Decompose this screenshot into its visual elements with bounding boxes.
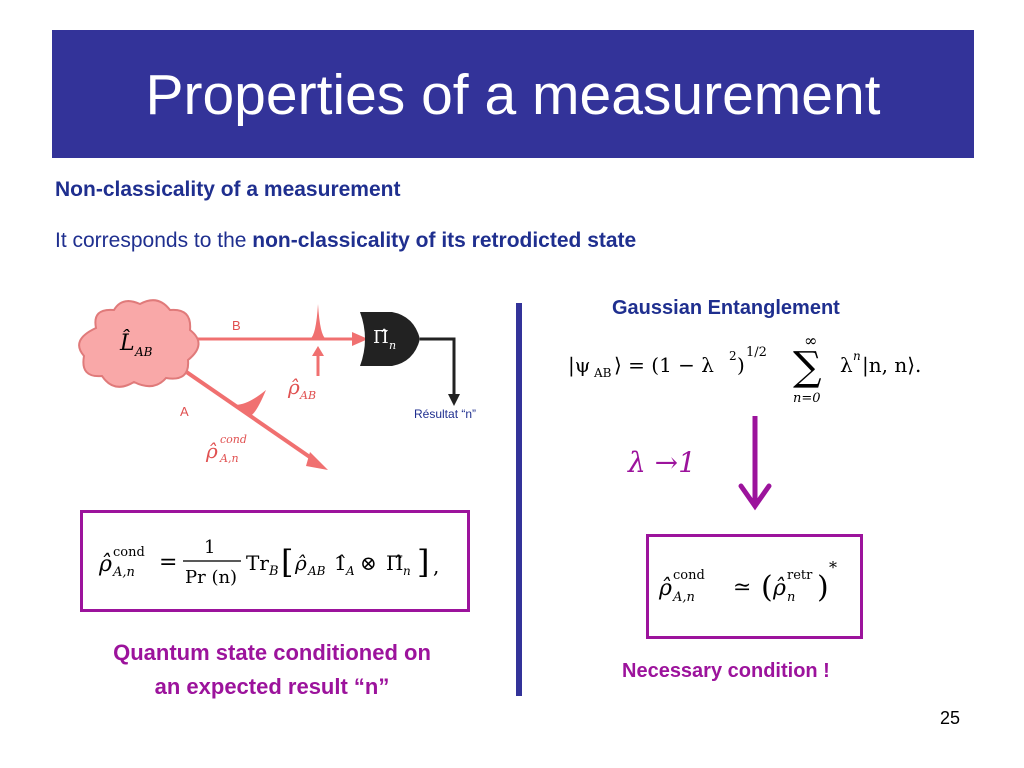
gaussian-title: Gaussian Entanglement — [612, 297, 840, 319]
measurement-diagram: L̂ AB B A Π̂ n Résultat “n” ρ̂ AB ρ̂ con… — [78, 299, 476, 470]
gaussian-formula: |ψ AB ⟩ = (1 − λ 2 ) 1/2 ∞ ∑ n=0 λ n |n,… — [568, 331, 921, 406]
bl-num: 1 — [204, 537, 215, 558]
bl-den: Pr (n) — [185, 567, 237, 588]
caption-left-line2: an expected result “n” — [154, 674, 390, 699]
bl-rho: ρ̂ — [98, 552, 112, 577]
pulse-a — [232, 390, 266, 416]
bl-tr: Tr — [246, 551, 269, 575]
g-sum: ∑ — [793, 344, 822, 390]
retrodicted-state-box: ρ̂ cond A,n ≃ ( ρ̂ retr n ) * — [646, 534, 863, 639]
slide-title: Properties of a measurement — [145, 63, 881, 127]
br-rho2: ρ̂ — [772, 576, 786, 601]
br-close: ) — [817, 570, 829, 605]
bl-sub: A,n — [112, 565, 135, 580]
pulse-b — [310, 304, 326, 339]
g-sum-top: ∞ — [804, 331, 817, 350]
result-label: Résultat “n” — [414, 407, 476, 421]
intro-bold: non-classicality of its retrodicted stat… — [252, 229, 637, 252]
br-star: * — [829, 558, 837, 577]
bl-bracket-open: [ — [281, 543, 293, 581]
br-approx: ≃ — [733, 575, 751, 600]
g-half: 1/2 — [746, 345, 767, 360]
br-sup: cond — [673, 568, 705, 583]
section-heading: Non-classicality of a measurement — [55, 178, 401, 201]
vertical-divider — [516, 303, 522, 696]
g-eq: ⟩ = (1 − λ — [614, 353, 714, 377]
rho-ab-arrowhead — [312, 346, 324, 356]
source-cloud — [78, 299, 200, 388]
bl-sup: cond — [113, 545, 145, 560]
bl-comma: , — [433, 554, 439, 578]
rho-cond: ρ̂ — [205, 439, 218, 463]
bl-one: 1̂ — [334, 551, 347, 575]
beam-a-label: A — [180, 404, 189, 419]
retrodicted-state-formula: ρ̂ cond A,n ≃ ( ρ̂ retr n ) * — [658, 558, 837, 605]
detector-label: Π̂ — [373, 327, 389, 348]
intro-prefix: It corresponds to the — [55, 229, 253, 252]
conditioned-state-box: ρ̂ cond A,n = 1 Pr (n) Tr B [ ρ̂ AB 1̂ A… — [80, 510, 470, 612]
rho-ab: ρ̂ — [287, 375, 300, 399]
g-lhs: |ψ — [568, 353, 590, 378]
g-rhs-pow: n — [853, 349, 861, 363]
rho-cond-sup: cond — [220, 433, 247, 446]
bl-tr-sub: B — [268, 564, 279, 579]
br-open: ( — [761, 570, 773, 605]
caption-left-line1: Quantum state conditioned on — [113, 640, 431, 665]
bl-one-sub: A — [345, 564, 355, 578]
detector-shape — [360, 312, 420, 366]
g-rhs: λ — [840, 353, 853, 377]
bl-bracket-close: ] — [417, 543, 429, 581]
beam-b-arrowhead — [352, 332, 368, 346]
br-rho: ρ̂ — [658, 576, 672, 601]
g-sum-bottom: n=0 — [793, 391, 821, 406]
cloud-sub: AB — [134, 345, 153, 359]
br-sup2: retr — [787, 568, 813, 583]
down-arrow-icon — [738, 416, 772, 511]
cloud-label: L̂ — [119, 330, 135, 356]
bl-pi-sub: n — [403, 564, 411, 578]
bl-pi: Π̂ — [386, 551, 403, 575]
page-number: 25 — [940, 708, 961, 728]
result-arrowhead — [448, 394, 460, 406]
result-arrow-line — [420, 337, 456, 396]
g-pow2: 2 — [729, 349, 737, 363]
g-rhs-end: |n, n⟩. — [862, 353, 921, 378]
bl-eq: = — [159, 550, 177, 575]
rho-cond-sub: A,n — [219, 452, 239, 465]
bl-inner-rho-sub: AB — [307, 564, 326, 578]
conditioned-caption: Quantum state conditioned on an expected… — [52, 636, 492, 704]
br-sub2: n — [787, 590, 795, 605]
bl-inner-rho: ρ̂ — [294, 551, 307, 575]
intro-text: It corresponds to the non-classicality o… — [55, 229, 636, 253]
g-paren: ) — [737, 353, 745, 377]
g-lhs-sub: AB — [593, 366, 612, 380]
br-sub: A,n — [672, 590, 695, 605]
title-bar: Properties of a measurement — [52, 30, 974, 158]
beam-a-arrowhead — [306, 452, 328, 470]
detector-sub: n — [389, 339, 396, 352]
necessary-condition-caption: Necessary condition ! — [622, 660, 830, 682]
conditioned-state-formula: ρ̂ cond A,n = 1 Pr (n) Tr B [ ρ̂ AB 1̂ A… — [98, 537, 439, 588]
lambda-limit: λ →1 — [628, 446, 696, 479]
bl-otimes: ⊗ — [360, 551, 377, 575]
rho-ab-sub: AB — [299, 389, 316, 402]
beam-b-label: B — [232, 318, 241, 333]
